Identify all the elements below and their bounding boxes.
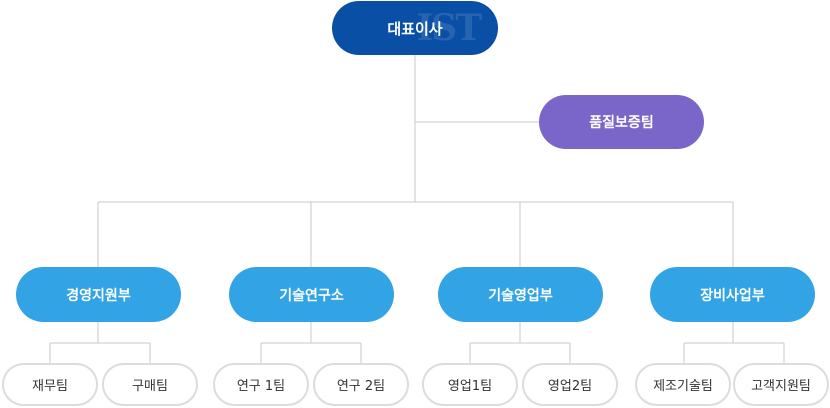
department-node-management-support: 경영지원부 bbox=[16, 267, 181, 322]
team-node: 영업2팀 bbox=[522, 363, 618, 406]
department-label: 장비사업부 bbox=[700, 287, 765, 304]
team-label: 재무팀 bbox=[32, 379, 68, 394]
team-node: 영업1팀 bbox=[422, 363, 518, 406]
team-node: 연구 1팀 bbox=[213, 363, 309, 406]
department-node-technical-sales: 기술영업부 bbox=[438, 267, 603, 322]
team-node: 제조기술팀 bbox=[635, 363, 731, 406]
ceo-node: IST 대표이사 bbox=[332, 1, 498, 55]
ceo-label: 대표이사 bbox=[387, 19, 443, 38]
team-label: 제조기술팀 bbox=[653, 379, 713, 394]
team-node: 구매팀 bbox=[102, 363, 198, 406]
team-label: 고객지원팀 bbox=[751, 379, 811, 394]
qa-team-label: 품질보증팀 bbox=[589, 115, 654, 131]
team-label: 구매팀 bbox=[132, 379, 168, 394]
department-node-equipment-business: 장비사업부 bbox=[650, 267, 815, 322]
team-label: 영업2팀 bbox=[547, 379, 593, 394]
department-label: 경영지원부 bbox=[66, 287, 131, 304]
department-node-rnd-center: 기술연구소 bbox=[229, 267, 394, 322]
team-node: 재무팀 bbox=[2, 363, 98, 406]
team-node: 연구 2팀 bbox=[313, 363, 409, 406]
department-label: 기술영업부 bbox=[488, 287, 553, 304]
qa-team-node: 품질보증팀 bbox=[539, 95, 704, 149]
team-label: 영업1팀 bbox=[447, 379, 493, 394]
team-label: 연구 2팀 bbox=[336, 379, 386, 394]
company-logo-watermark: IST bbox=[416, 7, 482, 49]
team-node: 고객지원팀 bbox=[733, 363, 829, 406]
department-label: 기술연구소 bbox=[279, 287, 344, 304]
team-label: 연구 1팀 bbox=[236, 379, 286, 394]
